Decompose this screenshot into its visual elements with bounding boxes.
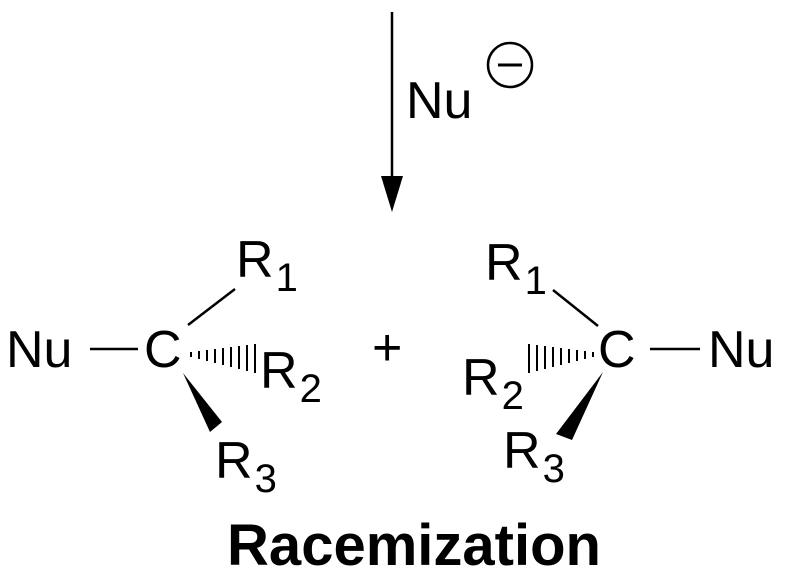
right-r2-label: R2	[462, 349, 524, 418]
right-r1-label: R1	[485, 234, 547, 303]
caption-racemization: Racemization	[227, 513, 601, 578]
left-carbon-label: C	[144, 321, 182, 379]
left-r1-letter: R	[236, 231, 274, 289]
right-r2-index: 2	[502, 374, 524, 418]
negative-charge	[486, 41, 534, 89]
right-carbon-label: C	[598, 321, 636, 379]
left-r1-label: R1	[236, 231, 298, 300]
plus-operator: +	[372, 319, 402, 377]
left-r1-index: 1	[276, 256, 298, 300]
right-r3-wedge-bond	[556, 372, 603, 440]
arrow-head	[381, 176, 403, 212]
left-r2-letter: R	[260, 342, 298, 400]
right-r3-label: R3	[503, 422, 565, 491]
left-r2-hashed-bond	[190, 344, 256, 373]
right-r2-letter: R	[462, 349, 500, 407]
nucleophile-attack-arrow	[381, 12, 403, 212]
right-r1-bond	[552, 289, 599, 327]
right-nucleophile-label: Nu	[708, 321, 774, 379]
left-r2-label: R2	[260, 342, 322, 411]
right-r3-index: 3	[543, 447, 565, 491]
reagent-nucleophile-label: Nu	[406, 72, 472, 130]
left-enantiomer: Nu C R1 R2 R3	[6, 231, 322, 501]
left-r3-letter: R	[215, 432, 253, 490]
right-r1-letter: R	[485, 234, 523, 292]
right-r1-index: 1	[525, 259, 547, 303]
left-r2-index: 2	[300, 367, 322, 411]
right-r2-hashed-bond	[528, 344, 594, 373]
right-enantiomer: R1 C Nu R2 R3	[462, 234, 774, 491]
right-r3-letter: R	[503, 422, 541, 480]
left-r3-label: R3	[215, 432, 277, 501]
charge-circle	[486, 41, 534, 89]
left-r1-bond	[187, 288, 236, 326]
left-r3-index: 3	[255, 457, 277, 501]
left-nucleophile-label: Nu	[6, 321, 72, 379]
left-r3-wedge-bond	[183, 373, 222, 432]
